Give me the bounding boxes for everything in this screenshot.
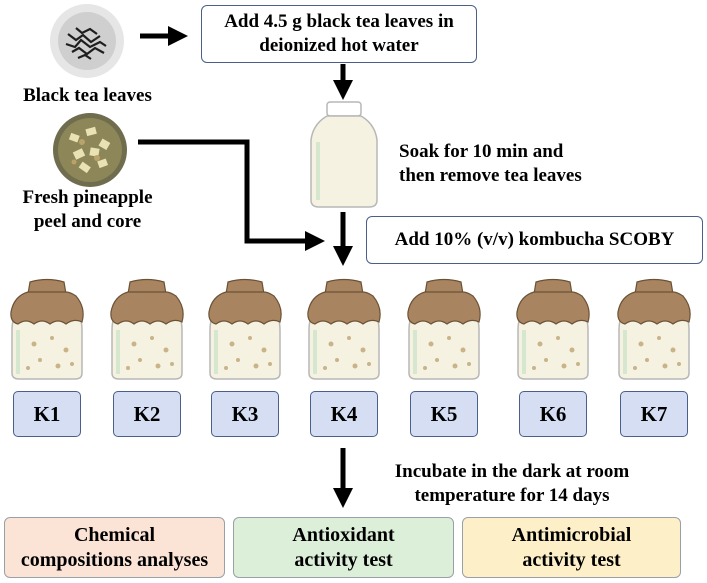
incubate-line2: temperature for 14 days <box>414 485 610 506</box>
sample-label-k4: K4 <box>310 391 378 437</box>
pineapple-label: Fresh pineapple peel and core <box>0 186 175 234</box>
arrow-pineapple-to-scoby <box>138 139 325 251</box>
antimicrobial-line2: activity test <box>522 548 621 571</box>
sample-jar-k7 <box>613 278 695 382</box>
sample-label-k3: K3 <box>211 391 279 437</box>
incubate-line1: Incubate in the dark at room <box>394 461 630 482</box>
chemical-line2: compositions analyses <box>20 548 209 571</box>
sample-label-k2: K2 <box>113 391 181 437</box>
add-tea-step-box: Add 4.5 g black tea leaves in deionized … <box>201 5 477 63</box>
sample-label-k1: K1 <box>13 391 81 437</box>
add-scoby-step-box: Add 10% (v/v) kombucha SCOBY <box>366 216 703 264</box>
sample-jar-k5 <box>403 278 485 382</box>
sample-label-k6: K6 <box>519 391 587 437</box>
antimicrobial-test-box: Antimicrobial activity test <box>462 517 681 578</box>
chemical-analyses-box: Chemical compositions analyses <box>4 517 225 578</box>
antioxidant-line1: Antioxidant <box>292 523 395 546</box>
sample-label-k5: K5 <box>410 391 478 437</box>
antimicrobial-line1: Antimicrobial <box>511 523 632 546</box>
sample-jar-k6 <box>512 278 594 382</box>
add-tea-line2: deionized hot water <box>259 35 419 56</box>
sample-jar-k4 <box>303 278 385 382</box>
soak-line1: Soak for 10 min and <box>399 141 564 162</box>
black-tea-label: Black tea leaves <box>23 85 152 106</box>
add-tea-line1: Add 4.5 g black tea leaves in <box>224 11 454 32</box>
antioxidant-test-box: Antioxidant activity test <box>233 517 454 578</box>
soak-label: Soak for 10 min and then remove tea leav… <box>399 140 609 188</box>
pineapple-image <box>52 112 128 188</box>
soaking-jar <box>307 100 381 210</box>
sample-label-k7: K7 <box>620 391 688 437</box>
pineapple-label-line1: Fresh pineapple <box>22 187 153 208</box>
sample-jar-k1 <box>6 278 88 382</box>
sample-jar-k2 <box>106 278 188 382</box>
incubate-label: Incubate in the dark at room temperature… <box>362 460 662 508</box>
chemical-line1: Chemical <box>73 523 156 546</box>
antioxidant-line2: activity test <box>294 548 393 571</box>
pineapple-label-line2: peel and core <box>33 211 142 232</box>
soak-line2: then remove tea leaves <box>399 165 582 186</box>
black-tea-image <box>48 2 126 80</box>
sample-jar-k3 <box>204 278 286 382</box>
